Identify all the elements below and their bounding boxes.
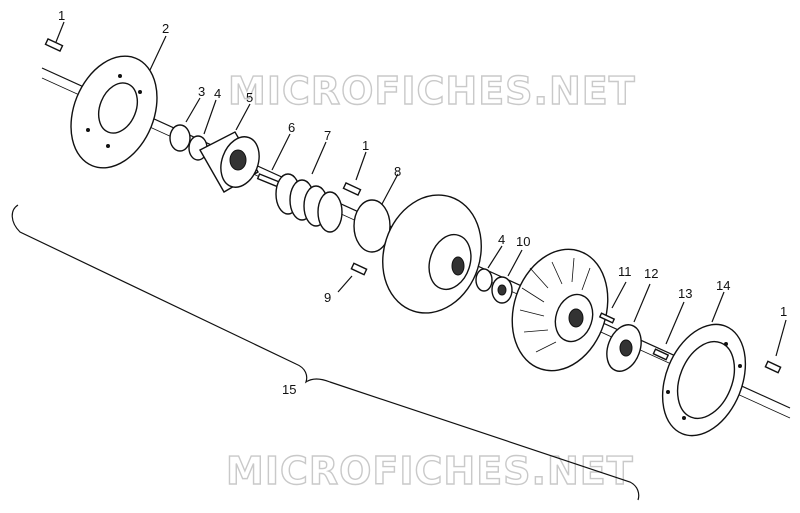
label-part-2: 2	[162, 21, 169, 36]
bolt-part-1-middle	[342, 151, 367, 197]
label-part-12: 12	[644, 266, 658, 281]
label-part-9: 9	[324, 290, 331, 305]
label-part-14: 14	[716, 278, 730, 293]
label-part-1-right: 1	[780, 304, 787, 319]
pin-part-11	[598, 281, 627, 324]
label-part-10: 10	[516, 234, 530, 249]
label-part-7: 7	[324, 128, 331, 143]
sleeve-part-8	[353, 173, 399, 253]
plate-part-2	[70, 35, 167, 169]
label-part-3: 3	[198, 84, 205, 99]
label-part-6: 6	[288, 120, 295, 135]
label-part-15: 15	[282, 382, 296, 397]
bolt-part-1-top	[44, 21, 65, 53]
label-part-5: 5	[246, 90, 253, 105]
fan-sheave	[511, 248, 609, 372]
bolt-part-1-right	[764, 319, 787, 374]
cover-part-14	[661, 291, 747, 437]
label-part-4-lower: 4	[498, 232, 505, 247]
plate-part-12	[606, 283, 651, 372]
washer-part-4-lower	[475, 245, 503, 292]
label-part-1-middle: 1	[362, 138, 369, 153]
label-part-11: 11	[618, 264, 632, 279]
ring-part-3	[169, 97, 201, 152]
hub-part-5	[199, 103, 260, 193]
label-part-4: 4	[214, 86, 221, 101]
watermark-top: MICROFICHES.NET	[228, 69, 636, 113]
washer-part-10	[491, 249, 523, 304]
assembly-brace	[11, 204, 640, 501]
bolt-part-9	[337, 262, 368, 293]
label-part-8: 8	[394, 164, 401, 179]
label-part-1: 1	[58, 8, 65, 23]
label-part-13: 13	[678, 286, 692, 301]
bolt-part-13	[652, 301, 685, 361]
spring-part-7	[275, 141, 343, 233]
watermark-bottom: MICROFICHES.NET	[226, 449, 634, 493]
sheave-disc	[382, 194, 482, 314]
